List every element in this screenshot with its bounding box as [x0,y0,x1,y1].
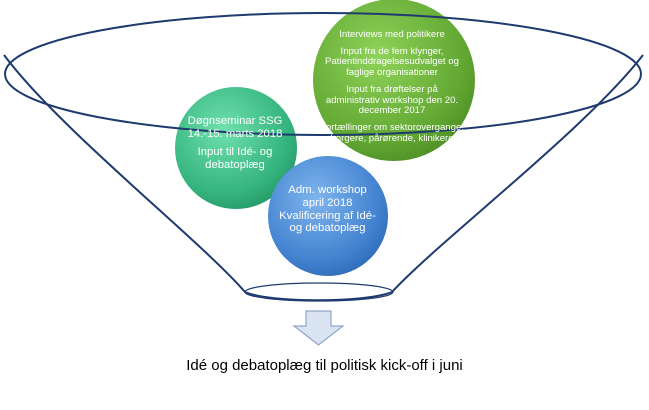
seminar-input: Input til Idé- og debatoplæg [197,146,273,171]
funnel-icon [3,54,644,302]
workshop-line: Adm. workshop april 2018 Kvalificering a… [279,184,376,235]
workshop-bubble [268,156,388,276]
funnel-bottom-rim [244,282,394,302]
interviews-bubble-text: Interviews med politikere Input fra de f… [318,29,466,151]
down-arrow-icon [292,310,345,346]
seminar-bubble [175,87,297,209]
workshop-input-line: Input fra drøftelser på administrativ wo… [325,83,459,117]
interviews-bubble [313,0,475,161]
seminar-title: Døgnseminar SSG 14.-15. marts 2018 [187,115,283,140]
interviews-line: Interviews med politikere [339,29,445,40]
workshop-bubble-text: Adm. workshop april 2018 Kvalificering a… [276,184,379,235]
funnel-top-rim [4,12,642,136]
stories-line: Fortællinger om sektorovergange, borgere… [320,122,464,144]
caption: Idé og debatoplæg til politisk kick-off … [186,357,463,374]
clusters-input-line: Input fra de fem klynger, Patientinddrag… [325,45,459,79]
seminar-bubble-text: Døgnseminar SSG 14.-15. marts 2018 Input… [181,115,289,178]
